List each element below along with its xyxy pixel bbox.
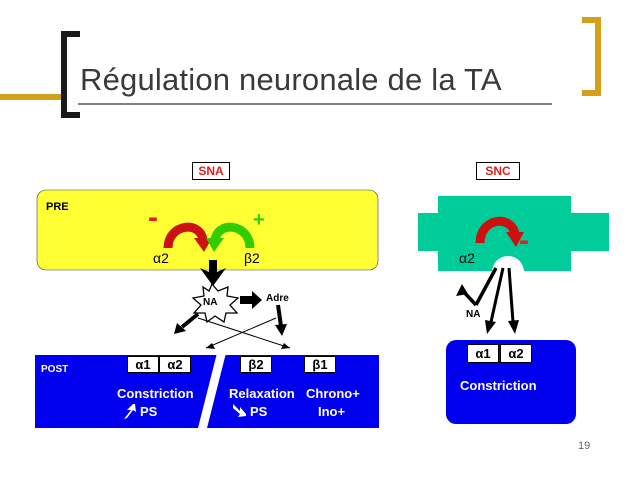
post-label: POST [41, 364, 69, 375]
ps-down-arrow [233, 404, 246, 417]
adre-label: Adre [266, 293, 289, 304]
sna-green-curved-arrow [210, 222, 255, 249]
snc-receptor-notch [492, 256, 524, 272]
post-receptor-alpha2: α2 [159, 356, 191, 373]
snc-release-arrow-1 [474, 267, 498, 306]
post-receptor-beta2: β2 [240, 356, 272, 373]
constriction-label: Constriction [117, 386, 194, 401]
sna-release-arrow [200, 260, 226, 286]
page-number: 19 [578, 440, 591, 452]
pre-label: PRE [46, 201, 69, 213]
snc-constriction-label: Constriction [460, 378, 537, 393]
snc-release-arrow-3 [507, 267, 515, 323]
snc-post-receptor-alpha1: α1 [467, 344, 499, 363]
relaxation-label: Relaxation [229, 386, 295, 401]
sna-receptor-alpha2: α2 [153, 250, 169, 266]
ps-up-arrow [124, 404, 136, 419]
post-receptor-alpha1: α1 [127, 356, 159, 373]
snc-receptor-alpha2: α2 [459, 250, 475, 266]
slide-title: Régulation neuronale de la TA [80, 62, 502, 97]
sna-red-curved-arrow [163, 222, 208, 249]
chrono-label: Chrono+ [306, 386, 360, 401]
right-bracket [582, 17, 601, 96]
snc-post-receptor-alpha2: α2 [500, 344, 532, 363]
sna-receptor-beta2: β2 [244, 250, 260, 266]
na-label: NA [203, 297, 218, 308]
left-bracket [61, 31, 80, 118]
snc-red-curved-arrow [475, 216, 520, 244]
title-accent-bar [0, 94, 62, 100]
ino-label: Ino+ [318, 404, 346, 419]
adre-to-beta-arrow [275, 324, 287, 336]
snc-na-label: NA [466, 309, 481, 320]
pre-box [36, 189, 379, 271]
snc-release-arrow-2 [489, 267, 505, 323]
post-divider [197, 353, 226, 432]
na-starburst [191, 282, 240, 324]
constriction-ps-label: PS [140, 404, 158, 419]
sna-plus-sign: + [253, 209, 265, 231]
snc-tag: SNC [476, 162, 520, 180]
post-receptor-beta1: β1 [304, 356, 336, 373]
relaxation-ps-label: PS [250, 404, 268, 419]
sna-tag: SNA [192, 162, 230, 180]
sna-minus-sign: - [148, 201, 158, 234]
snc-minus-sign: - [519, 224, 529, 257]
na-to-alpha-arrow [174, 323, 186, 334]
na-to-adre-arrow [240, 291, 262, 309]
